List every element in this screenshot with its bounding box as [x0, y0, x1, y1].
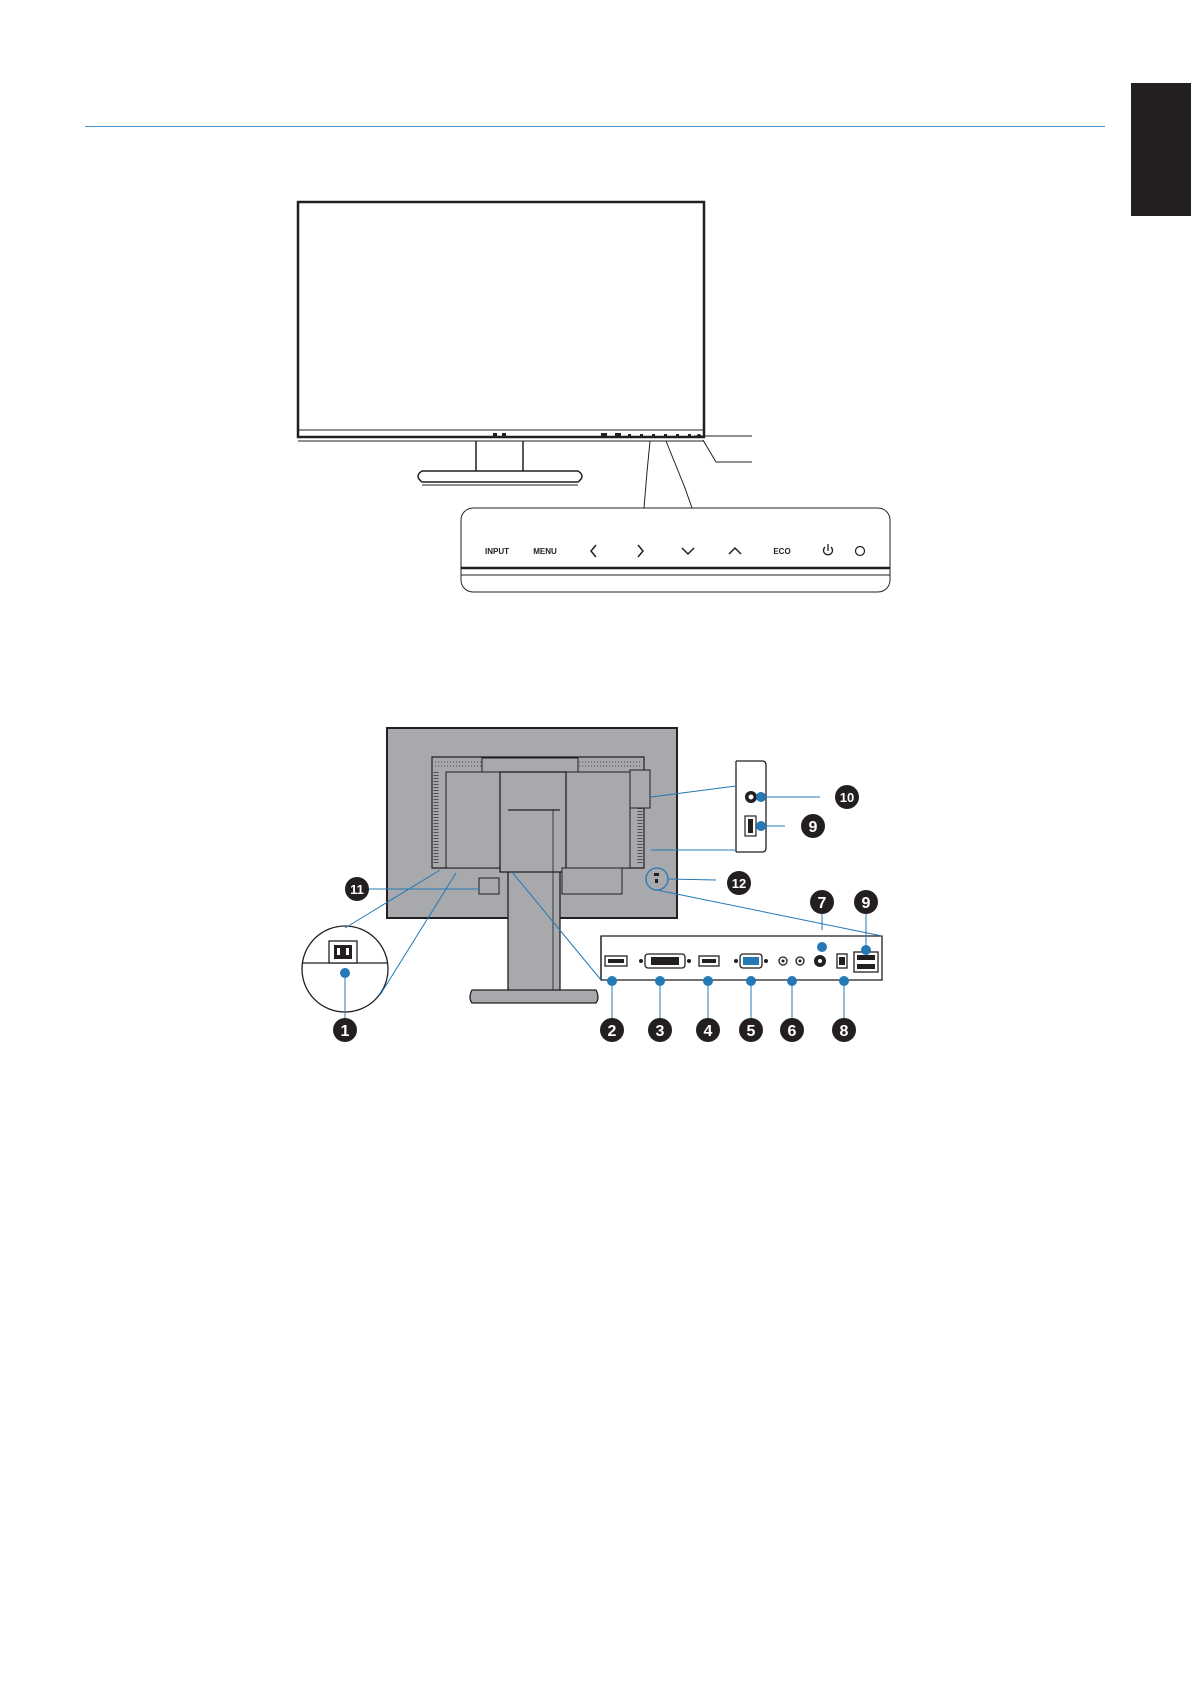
- svg-text:9: 9: [809, 819, 818, 836]
- svg-text:6: 6: [788, 1023, 797, 1040]
- svg-text:7: 7: [818, 895, 827, 912]
- svg-text:2: 2: [608, 1023, 617, 1040]
- svg-text:5: 5: [747, 1023, 756, 1040]
- svg-text:9: 9: [862, 895, 871, 912]
- rear-view: [302, 728, 882, 1018]
- side-port-zoom: [736, 761, 766, 852]
- menu-button[interactable]: MENU: [533, 547, 557, 556]
- zoom-leader-right: [666, 441, 692, 508]
- marker-dot-1: [340, 968, 350, 978]
- callout-10: 10: [835, 785, 859, 809]
- rear-stand-base: [470, 990, 598, 1003]
- control-panel-frame: [461, 508, 890, 592]
- callout-3: 3: [648, 1018, 672, 1042]
- svg-text:12: 12: [732, 876, 746, 891]
- front-bezel-buttons: [601, 433, 607, 437]
- front-leader-2: [703, 440, 752, 462]
- zoom-leader-left: [644, 441, 650, 508]
- callout-2: 2: [600, 1018, 624, 1042]
- front-view: [298, 202, 752, 508]
- bottom-ports-zoom: [601, 936, 882, 980]
- control-panel-zoom: INPUT MENU ECO: [461, 508, 890, 592]
- callout-9-bottom: 9: [854, 890, 878, 914]
- callout-7: 7: [810, 890, 834, 914]
- front-stand-base: [418, 471, 582, 482]
- callout-8: 8: [832, 1018, 856, 1042]
- callout-4: 4: [696, 1018, 720, 1042]
- svg-text:3: 3: [656, 1023, 665, 1040]
- svg-text:11: 11: [350, 882, 364, 897]
- callout-12: 12: [727, 871, 751, 895]
- eco-button[interactable]: ECO: [773, 547, 790, 556]
- callout-1: 1: [333, 1018, 357, 1042]
- svg-text:4: 4: [704, 1023, 713, 1040]
- callout-11: 11: [345, 877, 369, 901]
- front-screen: [298, 202, 704, 437]
- svg-text:1: 1: [341, 1023, 350, 1040]
- callout-9-side: 9: [801, 814, 825, 838]
- svg-text:8: 8: [840, 1023, 849, 1040]
- svg-text:10: 10: [840, 790, 854, 805]
- callout-5: 5: [739, 1018, 763, 1042]
- callout-6: 6: [780, 1018, 804, 1042]
- front-sensor-icon: [493, 433, 497, 437]
- input-button[interactable]: INPUT: [485, 547, 509, 556]
